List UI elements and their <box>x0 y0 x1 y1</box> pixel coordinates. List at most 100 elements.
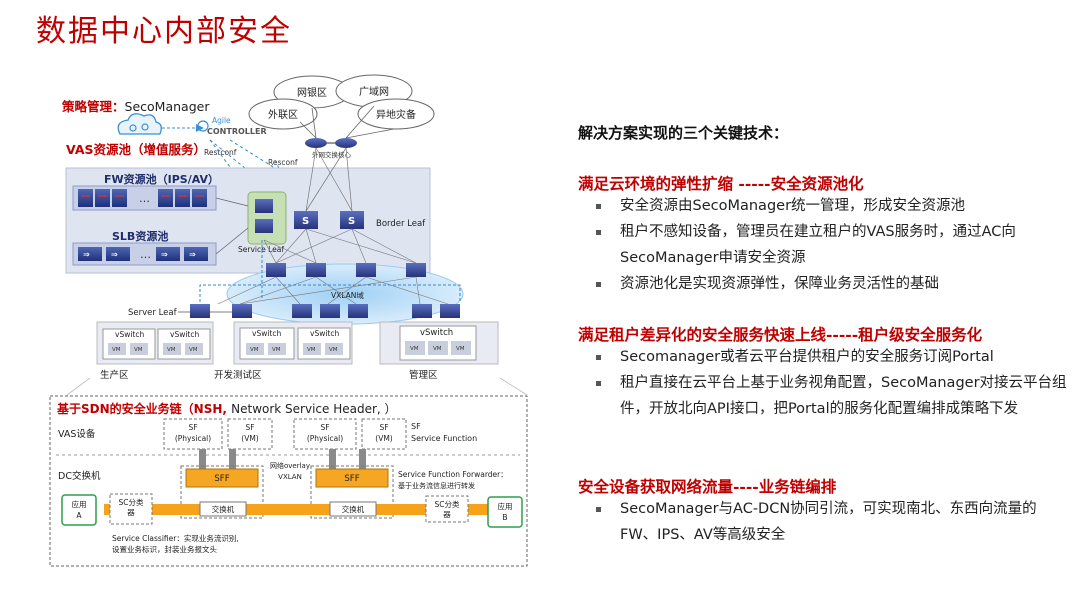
svg-text:VM: VM <box>250 347 259 353</box>
connector-line <box>215 227 249 255</box>
agile-controller-logo: Agile CONTROLLER <box>197 116 267 136</box>
bullet-marker-icon <box>596 355 601 360</box>
solution-heading: 解决方案实现的三个关键技术： <box>578 124 789 142</box>
service-function-label: Service Function <box>411 434 477 443</box>
sff-description: Service Function Forwarder： 基于业务流信息进行转发 <box>398 470 508 490</box>
svg-text:VM: VM <box>410 346 419 352</box>
bullet-marker-icon <box>596 381 601 386</box>
overlay-label: 网络overlay VXLAN <box>270 461 310 481</box>
svg-text:应用: 应用 <box>498 501 513 511</box>
slb-pool-label: SLB资源池 <box>112 229 168 243</box>
svg-text:VM: VM <box>272 347 281 353</box>
slb-ellipsis: … <box>140 248 151 261</box>
svg-text:SC分类: SC分类 <box>435 499 460 509</box>
vswitch-labels: vSwitch vSwitch vSwitch vSwitch vSwitch <box>115 328 453 339</box>
svg-text:⇒: ⇒ <box>161 250 168 259</box>
svg-text:SC分类: SC分类 <box>119 497 144 507</box>
service-leaf-label: Service Leaf <box>238 245 284 254</box>
app-boxes <box>61 494 523 528</box>
svg-text:B: B <box>502 513 507 522</box>
svg-text:(VM): (VM) <box>375 434 393 443</box>
bullet-item: 租户不感知设备，管理员在建立租户的VAS服务时，通过AC向SecoManager… <box>578 219 1073 271</box>
section-title-service-chain: 安全设备获取网络流量----业务链编排 <box>578 477 837 496</box>
svg-text:(VM): (VM) <box>241 434 259 443</box>
svg-text:器: 器 <box>127 508 135 517</box>
svg-text:交换机: 交换机 <box>342 504 365 514</box>
svg-text:SF: SF <box>320 423 329 432</box>
svg-text:VXLAN: VXLAN <box>278 473 302 481</box>
svg-text:SFF: SFF <box>214 474 229 484</box>
cloud-label: 外联区 <box>268 109 298 121</box>
switch-box-labels: 交换机 交换机 <box>212 504 365 514</box>
nsh-title: 基于SDN的安全业务链（NSH, Network Service Header,… <box>56 401 397 416</box>
server-leaf-switches <box>190 304 460 318</box>
bullet-item: 安全资源由SecoManager统一管理，形成安全资源池 <box>578 193 1073 219</box>
svg-text:vSwitch: vSwitch <box>310 329 339 338</box>
svg-text:VM: VM <box>307 347 316 353</box>
svg-text:基于业务流信息进行转发: 基于业务流信息进行转发 <box>398 481 475 490</box>
svg-text:vSwitch: vSwitch <box>115 330 144 339</box>
svg-text:(Physical): (Physical) <box>175 434 211 443</box>
svg-text:(Physical): (Physical) <box>307 434 343 443</box>
svg-text:⇒: ⇒ <box>111 250 118 259</box>
switch-icon <box>255 199 273 213</box>
sff-boxes <box>185 468 389 488</box>
fw-ellipsis: … <box>139 192 150 205</box>
switch-icon <box>255 219 273 233</box>
svg-text:vSwitch: vSwitch <box>170 330 199 339</box>
svg-text:vSwitch: vSwitch <box>420 328 453 338</box>
switch-boxes <box>199 501 377 517</box>
mesh-lines <box>217 228 449 305</box>
svg-text:管理区: 管理区 <box>409 369 438 381</box>
svg-text:S: S <box>302 216 309 227</box>
vas-pool-label: VAS资源池（增值服务） <box>66 142 206 157</box>
bullet-marker-icon <box>596 507 601 512</box>
vas-device-label: VAS设备 <box>58 428 96 440</box>
border-leaf-switches: S S <box>294 211 364 229</box>
router-caption: 外网交换核心 <box>312 150 352 159</box>
svg-text:VM: VM <box>167 347 176 353</box>
border-leaf-label: Border Leaf <box>376 219 426 229</box>
bullet-item: Secomanager或者云平台提供租户的安全服务订阅Portal <box>578 344 1073 370</box>
policy-label: 策略管理：SecoManager <box>62 99 210 114</box>
sff-labels: SFF SFF <box>214 474 359 484</box>
svg-text:VM: VM <box>456 346 465 352</box>
sc-classifier-boxes <box>109 493 469 525</box>
svg-text:SF: SF <box>379 423 388 432</box>
vxlan-label: VXLAN域 <box>331 290 364 300</box>
svg-text:交换机: 交换机 <box>212 504 235 514</box>
controller-brand: Agile <box>212 116 231 125</box>
dashed-arrows <box>199 240 461 302</box>
server-leaf-label: Server Leaf <box>128 308 178 318</box>
nsh-diagram-frame <box>49 395 528 567</box>
bullet-item: 租户直接在云平台上基于业务视角配置，SecoManager对接云平台组件，开放北… <box>578 370 1073 422</box>
svg-text:VM: VM <box>329 347 338 353</box>
bullet-marker-icon <box>596 230 601 235</box>
section-bullets-service-chain: SecoManager与AC-DCN协同引流，可实现南北、东西向流量的FW、IP… <box>578 496 1073 548</box>
zone-labels: 生产区 开发测试区 管理区 <box>100 369 438 381</box>
restconf-label: Resconf <box>268 158 298 167</box>
page-title: 数据中心内部安全 <box>36 14 292 49</box>
svg-text:设置业务标识，封装业务报文头: 设置业务标识，封装业务报文头 <box>112 544 217 554</box>
sf-connectors <box>199 449 366 469</box>
service-chain-bar <box>104 504 488 515</box>
bullet-marker-icon <box>596 204 601 209</box>
projection-line <box>499 377 528 396</box>
sf-labels: SF (Physical) SF (VM) SF (Physical) SF (VM) <box>175 423 393 443</box>
router-icon <box>299 105 395 148</box>
svg-text:VM: VM <box>112 347 121 353</box>
svg-text:VM: VM <box>134 347 143 353</box>
svg-text:VM: VM <box>189 347 198 353</box>
svg-text:Service Function Forwarder：: Service Function Forwarder： <box>398 470 508 479</box>
svg-text:SF: SF <box>245 423 254 432</box>
svg-text:SF: SF <box>188 423 197 432</box>
svg-text:S: S <box>348 216 355 227</box>
fw-pool-label: FW资源池（IPS/AV） <box>104 172 219 186</box>
cloud-label: 网银区 <box>297 86 327 99</box>
spine-switches <box>266 263 426 277</box>
sf-boxes <box>163 418 407 450</box>
svg-text:网络overlay: 网络overlay <box>270 461 310 470</box>
connector-line <box>215 197 249 207</box>
